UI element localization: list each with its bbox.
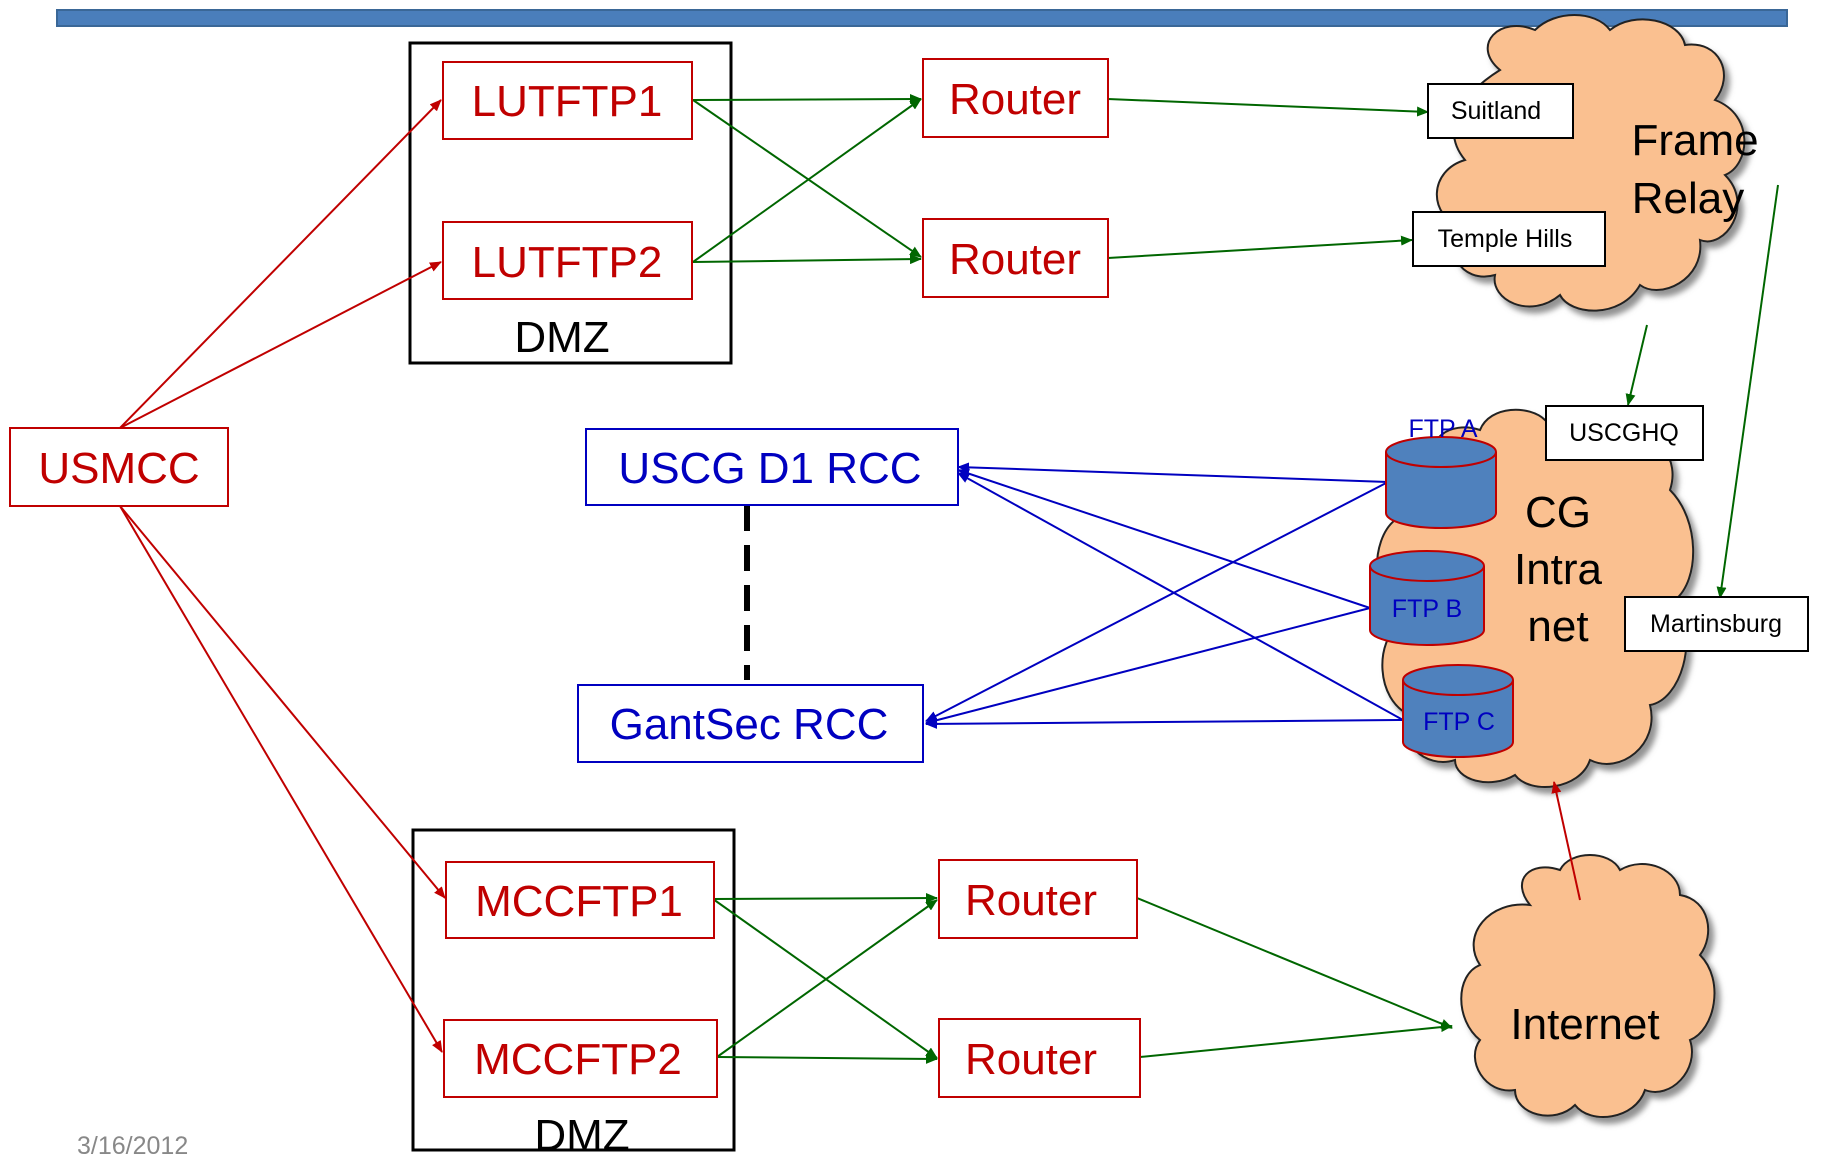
gantsec-rcc-node: GantSec RCC	[577, 684, 924, 763]
router-links	[692, 94, 1779, 1064]
title-banner	[56, 9, 1788, 27]
lutftp1-label: LUTFTP1	[472, 77, 663, 126]
router-node-2: Router	[922, 218, 1109, 298]
gantsec-rcc-label: GantSec RCC	[610, 700, 889, 749]
dmz-box-bottom	[411, 828, 736, 1152]
martinsburg-label: Martinsburg	[1650, 610, 1782, 638]
uscg-d1-rcc-label: USCG D1 RCC	[618, 444, 921, 493]
router-node-4: Router	[938, 1018, 1141, 1098]
ftp-a-label: FTP A	[1408, 415, 1477, 443]
ftp-c-label: FTP C	[1423, 708, 1495, 736]
suitland-label: Suitland	[1451, 97, 1541, 125]
usmcc-label: USMCC	[38, 444, 199, 493]
mccftp1-label: MCCFTP1	[475, 877, 683, 926]
martinsburg-site: Martinsburg	[1624, 596, 1809, 652]
router-label-4: Router	[965, 1035, 1097, 1084]
lutftp2-label: LUTFTP2	[472, 238, 663, 287]
cg-intranet-label-1: CG	[1525, 488, 1591, 537]
usmcc-links	[119, 99, 446, 1053]
uscg-d1-rcc-node: USCG D1 RCC	[585, 428, 959, 506]
router-label-1: Router	[949, 75, 1081, 124]
lutftp1-node: LUTFTP1	[442, 61, 693, 140]
dmz-box-top	[408, 41, 733, 365]
cg-intranet-label-3: net	[1527, 602, 1588, 651]
dmz-label-top: DMZ	[514, 313, 609, 362]
footer-date: 3/16/2012	[77, 1132, 188, 1160]
temple-hills-label: Temple Hills	[1438, 225, 1573, 253]
router-label-2: Router	[949, 235, 1081, 284]
router-label-3: Router	[965, 876, 1097, 925]
ftp-a-database-icon	[1385, 436, 1497, 529]
internet-to-intranet-link	[1551, 781, 1581, 901]
uscghq-label: USCGHQ	[1569, 419, 1679, 447]
ftp-b-label: FTP B	[1392, 595, 1462, 623]
internet-cloud	[1460, 854, 1716, 1118]
mccftp2-label: MCCFTP2	[474, 1035, 682, 1084]
suitland-site: Suitland	[1427, 83, 1574, 139]
usmcc-node: USMCC	[9, 427, 229, 507]
frame-relay-label-1: Frame	[1631, 116, 1758, 165]
mccftp2-node: MCCFTP2	[443, 1019, 718, 1098]
frame-relay-label-2: Relay	[1632, 174, 1745, 223]
uscghq-site: USCGHQ	[1545, 405, 1704, 461]
router-node-1: Router	[922, 58, 1109, 138]
ftp-b-database-icon	[1369, 550, 1485, 646]
ftp-c-database-icon	[1402, 664, 1514, 758]
router-node-3: Router	[938, 859, 1138, 939]
ftp-to-rcc-links	[925, 462, 1404, 729]
dmz-label-bottom: DMZ	[534, 1111, 629, 1160]
cg-intranet-label-2: Intra	[1514, 545, 1603, 594]
internet-label: Internet	[1510, 1000, 1659, 1049]
lutftp2-node: LUTFTP2	[442, 221, 693, 300]
temple-hills-site: Temple Hills	[1412, 211, 1606, 267]
mccftp1-node: MCCFTP1	[445, 861, 715, 939]
